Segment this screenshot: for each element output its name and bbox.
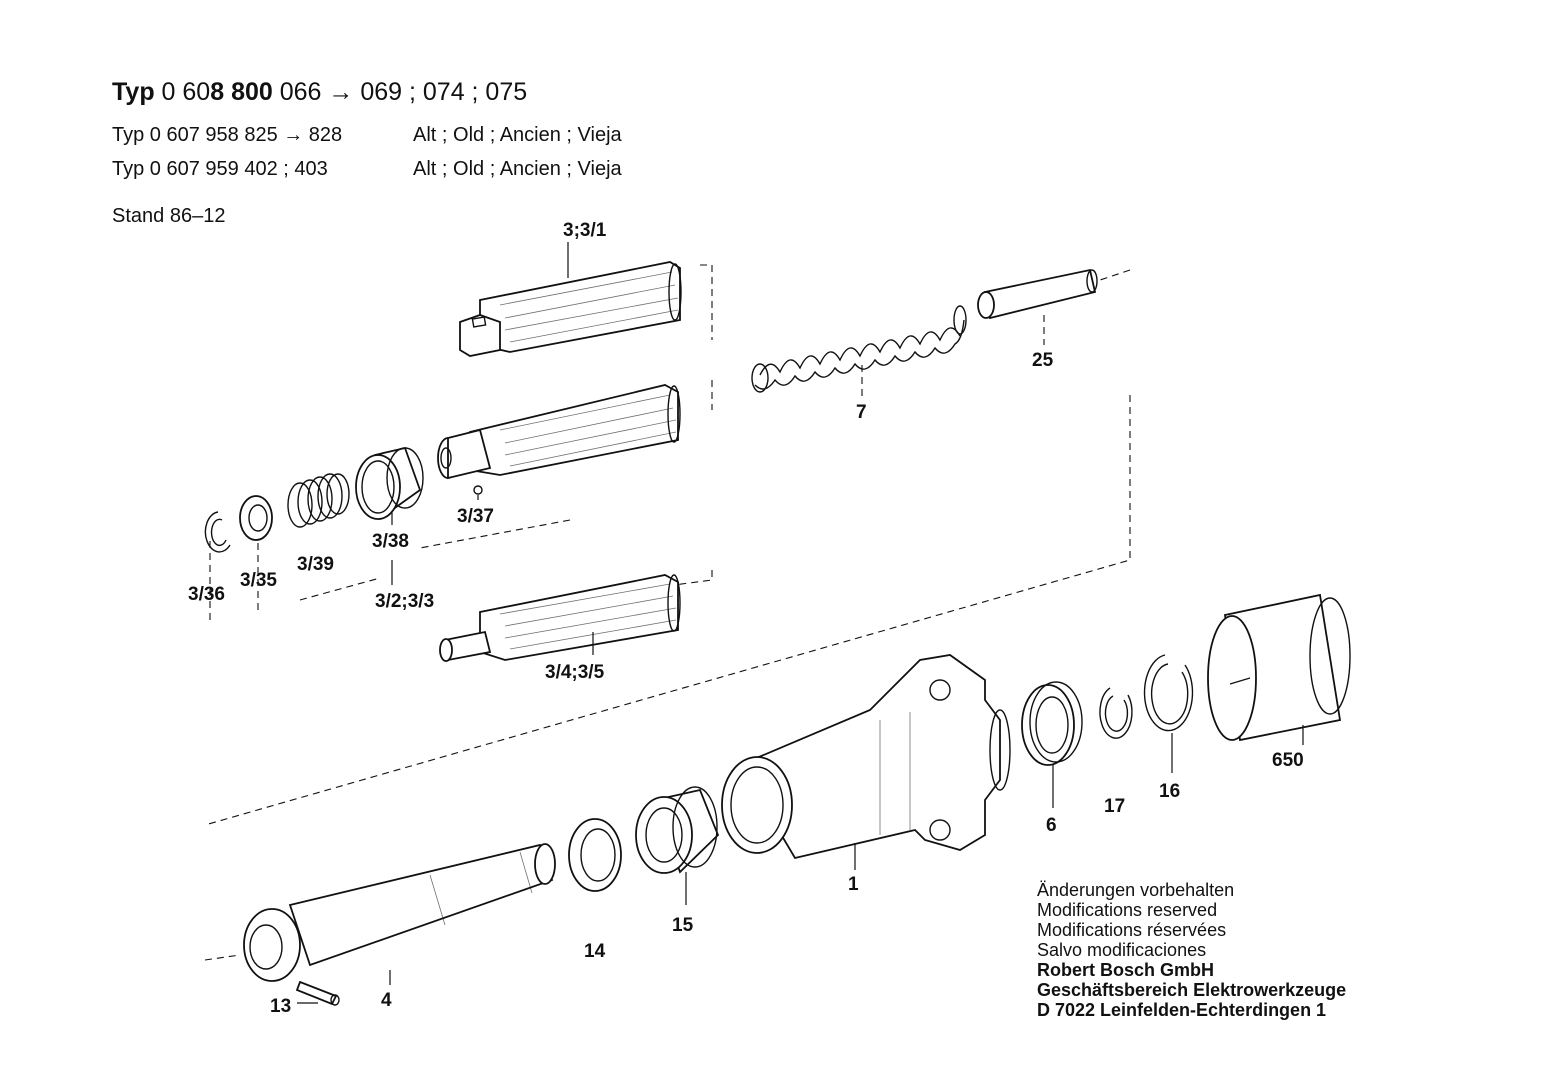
callout-25: 25	[1032, 350, 1054, 371]
callout-14: 14	[584, 941, 606, 962]
old-type-line-1: Typ 0 607 958 825 → 828 Alt ; Old ; Anci…	[112, 124, 622, 147]
callout-leaders	[297, 242, 1304, 1004]
part-splined-shaft-middle	[437, 384, 681, 480]
part-bearing-6	[1021, 681, 1083, 766]
note-english: Modifications reserved	[1037, 900, 1218, 920]
typ-label: Typ	[112, 78, 155, 106]
part-seal-ring-14	[568, 818, 622, 892]
company-division: Geschäftsbereich Elektrowerkzeuge	[1037, 980, 1347, 1000]
note-french: Modifications réservées	[1037, 920, 1227, 940]
callout-3-3-1: 3;3/1	[563, 220, 607, 241]
note-german: Änderungen vorbehalten	[1037, 880, 1235, 900]
callout-1: 1	[848, 874, 859, 895]
part-needle-sleeve-15	[635, 786, 720, 874]
callout-3-36: 3/36	[188, 584, 225, 605]
callout-3-37: 3/37	[457, 506, 494, 527]
part-washer-3-35	[239, 495, 273, 541]
type-number-prefix: 0 60	[161, 78, 211, 106]
assembly-centerlines	[204, 264, 1131, 961]
part-small-spring-3-39	[287, 473, 350, 528]
company-address: D 7022 Leinfelden-Echterdingen 1	[1037, 1000, 1327, 1020]
part-circlip-3-36	[204, 511, 231, 553]
callout-3-4-3-5: 3/4;3/5	[545, 662, 605, 683]
part-ball-3-37	[473, 485, 483, 495]
stand-date: Stand 86–12	[112, 205, 226, 227]
callout-4: 4	[381, 990, 392, 1011]
part-housing-1	[721, 654, 1011, 860]
callout-3-2-3-3: 3/2;3/3	[375, 591, 434, 612]
company-name: Robert Bosch GmbH	[1037, 960, 1215, 980]
part-pin-25	[977, 268, 1098, 320]
part-splined-shaft-upper	[459, 261, 682, 357]
note-spanish: Salvo modificaciones	[1037, 940, 1207, 960]
callout-3-38: 3/38	[372, 531, 409, 552]
type-number-bold: 8 800	[210, 78, 273, 106]
old-type-line-2: Typ 0 607 959 402 ; 403 Alt ; Old ; Anci…	[112, 158, 622, 181]
old-type-1-note: Alt ; Old ; Ancien ; Vieja	[413, 124, 622, 146]
callout-3-39: 3/39	[297, 554, 334, 575]
callout-15: 15	[672, 915, 694, 936]
type-heading: Typ 0 608 800 066 → 069 ; 074 ; 075	[112, 78, 527, 107]
notes-block: Änderungen vorbehalten Modifications res…	[1037, 880, 1346, 1020]
callout-17: 17	[1104, 796, 1125, 817]
part-cap-650	[1207, 593, 1351, 742]
old-type-1-number: Typ 0 607 958 825 → 828	[112, 124, 343, 146]
callout-3-35: 3/35	[240, 570, 277, 591]
callout-7: 7	[856, 402, 867, 423]
callout-650: 650	[1272, 750, 1304, 771]
part-splined-shaft-lower	[439, 574, 681, 662]
callout-13: 13	[270, 996, 291, 1017]
callout-6: 6	[1046, 815, 1057, 836]
part-circlip-17	[1099, 687, 1133, 739]
old-type-2-note: Alt ; Old ; Ancien ; Vieja	[413, 158, 622, 180]
part-sleeve-3-38	[355, 446, 424, 520]
callout-16: 16	[1159, 781, 1180, 802]
type-number-suffix: 066 → 069 ; 074 ; 075	[279, 78, 528, 106]
part-circlip-16	[1143, 654, 1194, 732]
part-spindle-4	[243, 843, 556, 982]
part-pin-13	[295, 980, 340, 1006]
part-compression-spring	[751, 305, 967, 393]
old-type-2-number: Typ 0 607 959 402 ; 403	[112, 158, 328, 180]
